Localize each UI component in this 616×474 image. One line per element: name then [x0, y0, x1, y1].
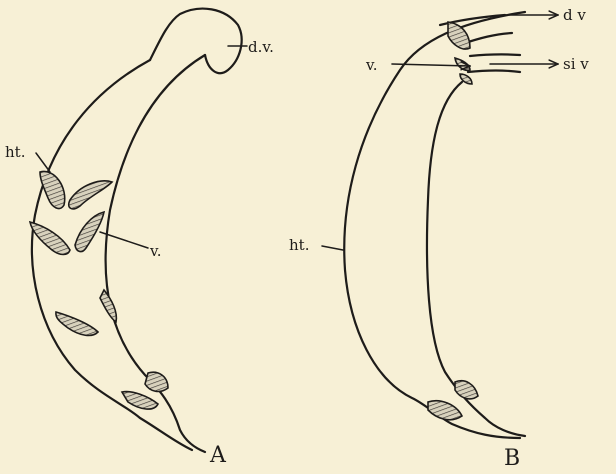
panel-b-label-siv: si v — [563, 55, 589, 73]
panel-b-outer-wall — [344, 12, 525, 438]
panel-b: d v v. si v ht. B — [289, 6, 589, 470]
panel-a-outer-wall — [32, 60, 192, 450]
panel-a-panel-label: A — [209, 443, 227, 468]
panel-a-valve-1 — [40, 171, 65, 208]
panel-a: d.v. ht. v. A — [5, 9, 274, 468]
panel-a-label-ht: ht. — [5, 143, 25, 161]
panel-b-sinus-venosus-lower — [468, 71, 520, 73]
panel-b-sinus-venosus-upper — [470, 54, 520, 56]
panel-a-label-dv: d.v. — [248, 38, 274, 56]
panel-a-leader-ht — [36, 153, 50, 172]
panel-a-dorsal-vessel-bulb — [150, 9, 242, 74]
panel-b-panel-label: B — [504, 446, 520, 470]
panel-b-label-ht: ht. — [289, 236, 309, 254]
panel-a-valve-3 — [30, 222, 70, 255]
panel-b-valve-base-1 — [455, 381, 478, 399]
panel-a-valve-8 — [122, 392, 158, 409]
panel-b-label-v: v. — [365, 56, 377, 74]
panel-a-valve-2 — [69, 181, 112, 209]
panel-a-valve-7 — [145, 372, 168, 391]
panel-b-valve-mid — [455, 58, 470, 70]
panel-b-leader-ht — [322, 246, 343, 250]
panel-a-valve-6 — [56, 312, 98, 335]
panel-b-inner-wall — [427, 82, 525, 436]
panel-a-label-v: v. — [149, 242, 161, 260]
panel-b-valve-base-2 — [428, 401, 462, 420]
panel-b-label-dv: d v — [563, 6, 586, 24]
panel-a-valve-5 — [100, 290, 116, 322]
